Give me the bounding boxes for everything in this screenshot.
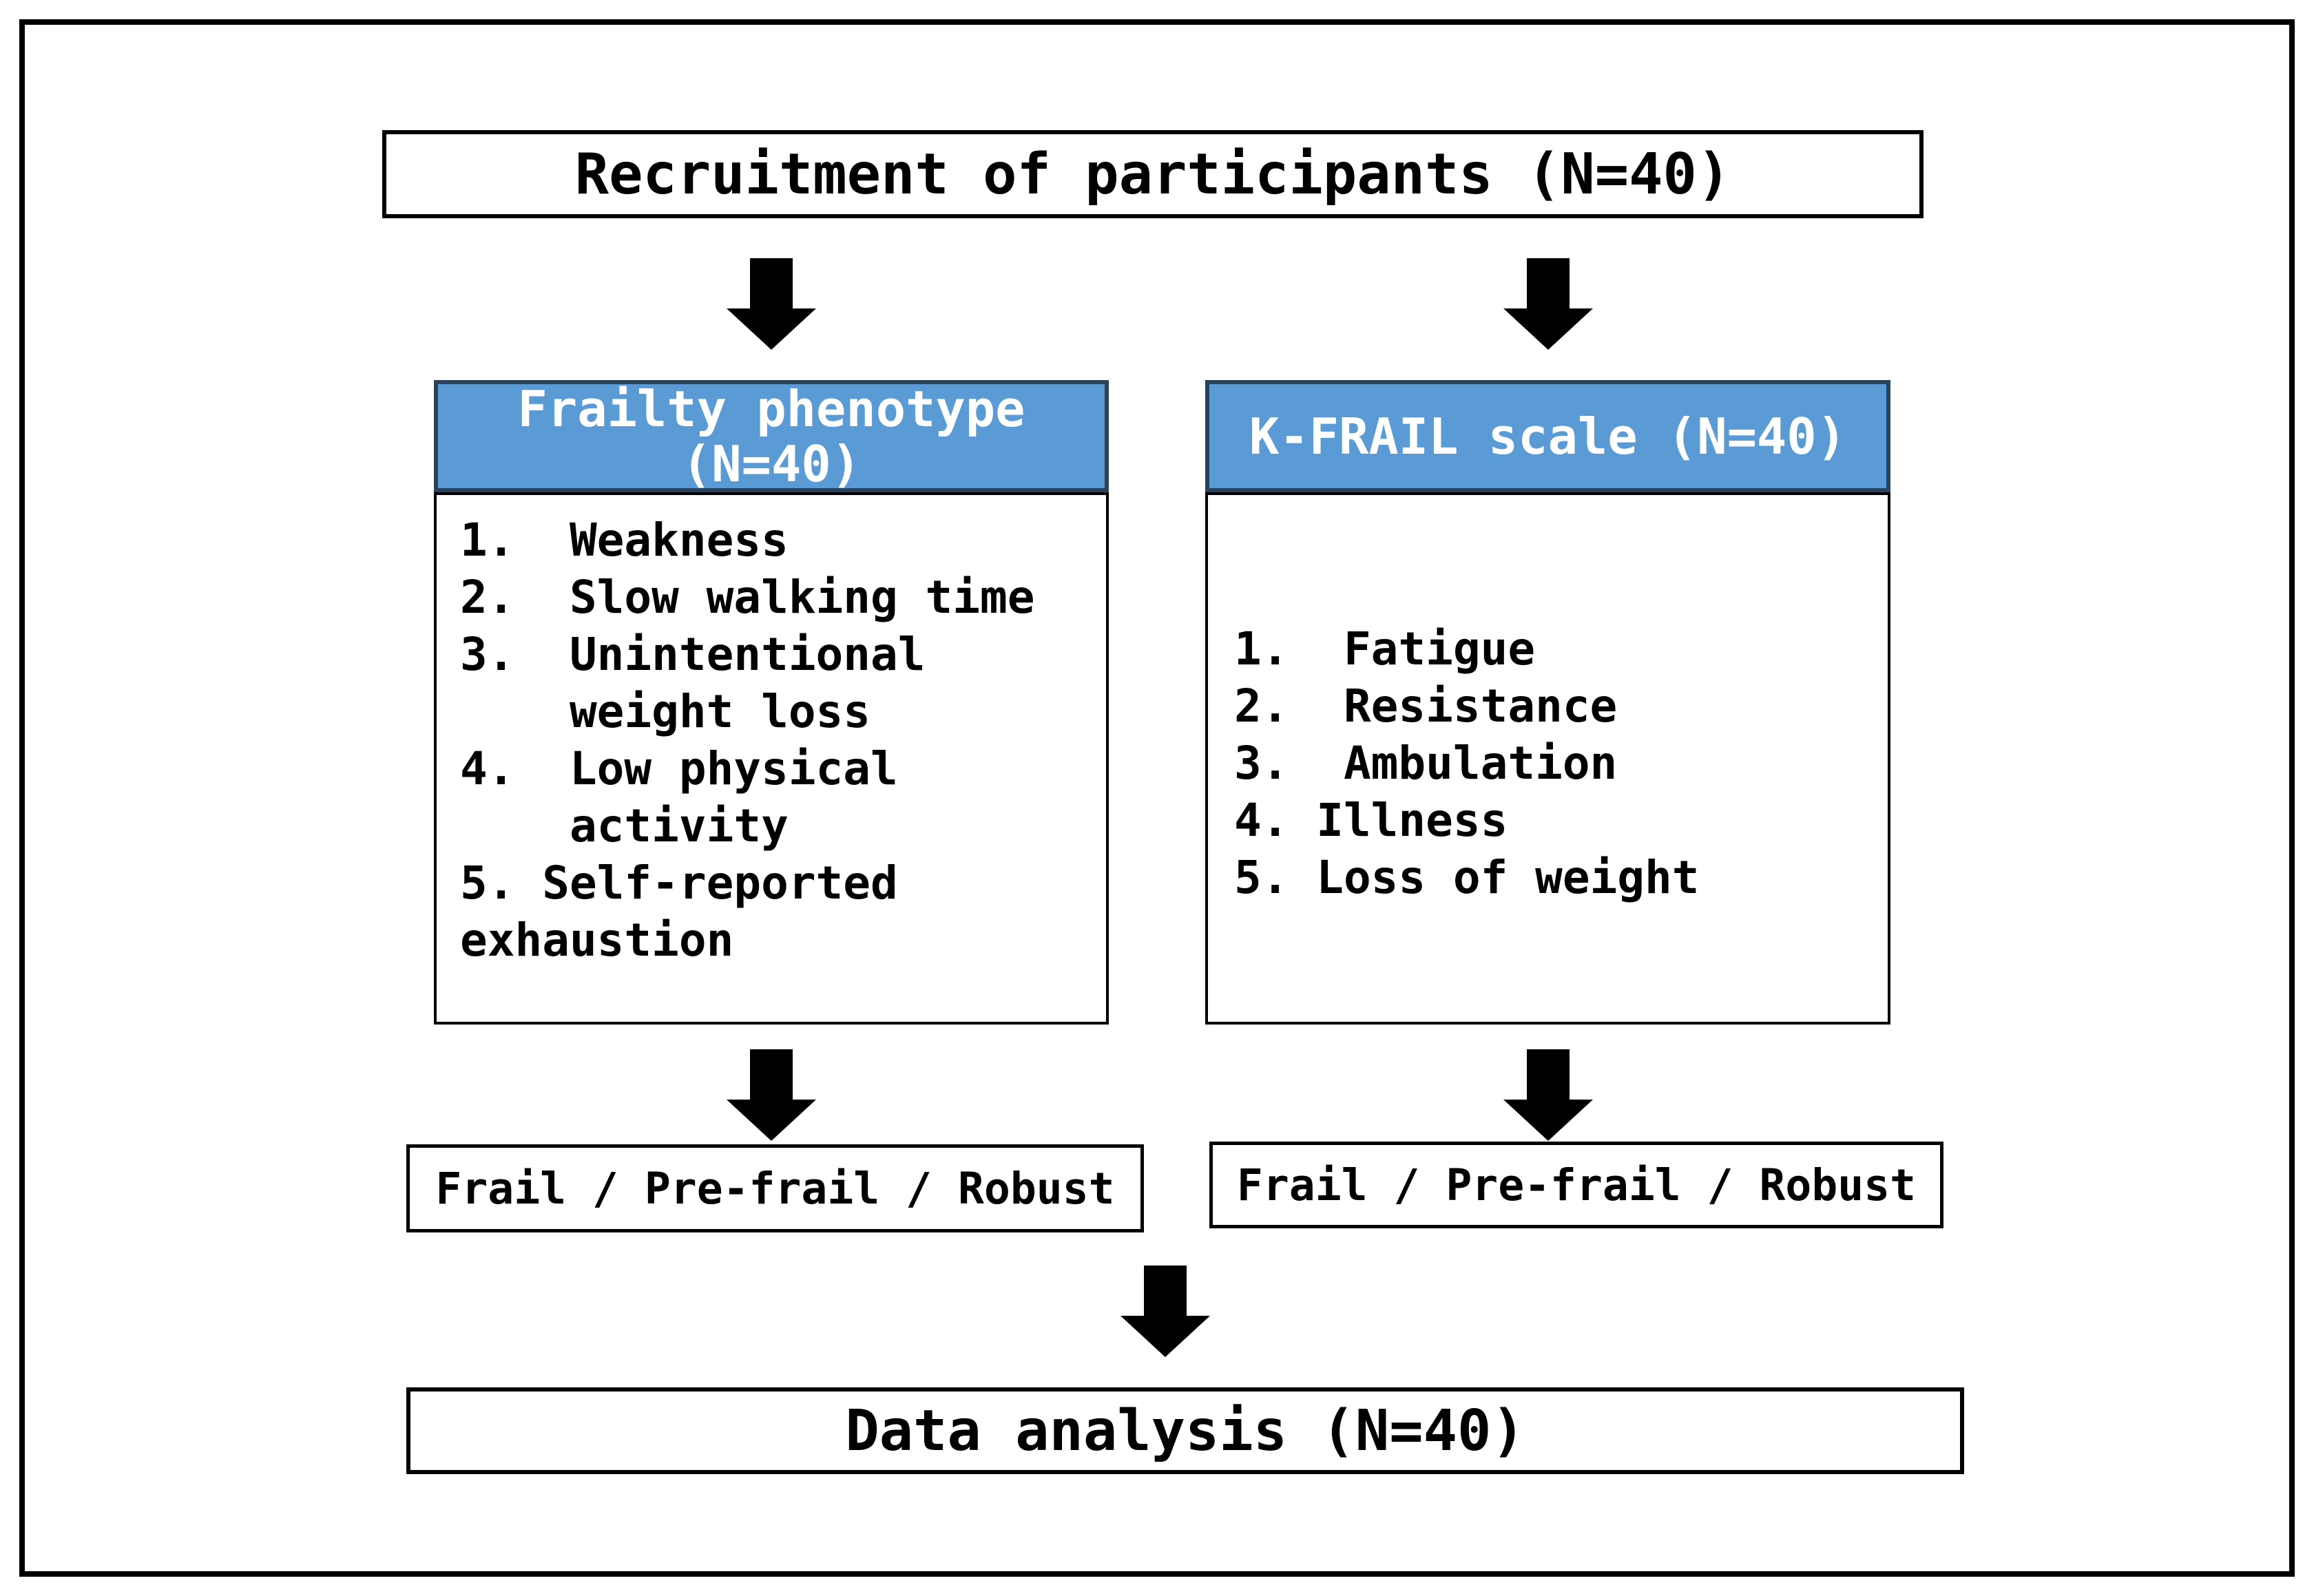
frailty-phenotype-title-line2: (N=40) (681, 434, 862, 493)
arrow-head (1120, 1316, 1210, 1357)
arrow-head (727, 308, 816, 350)
arrow-stem (1527, 1049, 1570, 1100)
criteria-line: weight loss (460, 685, 871, 738)
frailty-phenotype-result-label: Frail / Pre-frail / Robust (435, 1163, 1115, 1214)
arrow-stem (750, 1049, 793, 1100)
criteria-line: 5. Self-reported (460, 857, 898, 910)
frailty-phenotype-title-line1: Frailty phenotype (517, 379, 1025, 438)
criteria-line: 1. Weakness (460, 514, 789, 567)
arrow-head (1503, 308, 1593, 350)
criteria-line: 2. Slow walking time (460, 571, 1035, 624)
criteria-line: 1. Fatigue (1234, 622, 1536, 675)
arrow-head (1503, 1100, 1593, 1141)
criteria-line: 4. Low physical (460, 742, 898, 795)
data-analysis-label: Data analysis (N=40) (845, 1398, 1525, 1464)
criteria-line: 3. Ambulation (1234, 737, 1618, 790)
criteria-line: 4. Illness (1234, 794, 1508, 847)
criteria-line: exhaustion (460, 914, 734, 967)
k-frail-scale-header: K-FRAIL scale (N=40) (1205, 380, 1890, 492)
criteria-line: 2. Resistance (1234, 680, 1618, 733)
arrow-head (727, 1100, 816, 1141)
data-analysis-box: Data analysis (N=40) (406, 1387, 1964, 1474)
down-arrow-icon (1120, 1266, 1210, 1357)
k-frail-result-box: Frail / Pre-frail / Robust (1209, 1142, 1943, 1228)
figure-border (19, 19, 2295, 1577)
down-arrow-icon (1503, 1049, 1593, 1141)
down-arrow-icon (1503, 258, 1593, 350)
frailty-phenotype-result-box: Frail / Pre-frail / Robust (406, 1144, 1144, 1232)
recruitment-label: Recruitment of participants (N=40) (574, 141, 1731, 207)
arrow-stem (1144, 1266, 1187, 1316)
recruitment-box: Recruitment of participants (N=40) (382, 130, 1924, 218)
down-arrow-icon (727, 1049, 816, 1141)
criteria-line: 5. Loss of weight (1234, 851, 1700, 904)
k-frail-result-label: Frail / Pre-frail / Robust (1236, 1159, 1917, 1210)
k-frail-scale-title: K-FRAIL scale (N=40) (1249, 407, 1846, 465)
arrow-stem (1527, 258, 1570, 308)
frailty-phenotype-header: Frailty phenotype (N=40) (434, 380, 1109, 492)
criteria-line: activity (460, 799, 789, 852)
criteria-line: 3. Unintentional (460, 628, 926, 681)
arrow-stem (750, 258, 793, 308)
down-arrow-icon (727, 258, 816, 350)
